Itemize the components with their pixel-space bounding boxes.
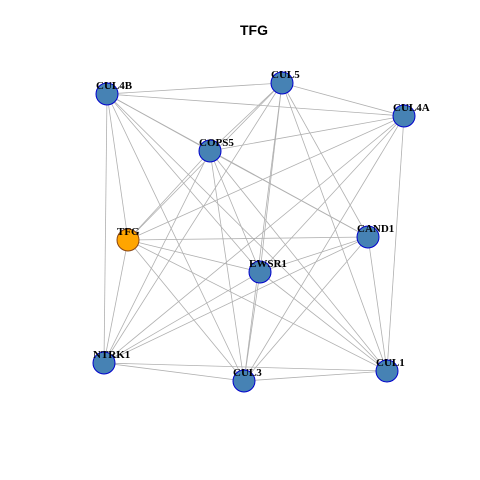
edge-cand1-ntrk1 — [103, 236, 369, 364]
edge-cul5-ntrk1 — [103, 82, 283, 364]
edge-cand1-cul1 — [367, 236, 388, 372]
edge-ntrk1-cul3 — [103, 362, 245, 382]
edge-ewsr1-ntrk1 — [103, 271, 261, 364]
edge-ewsr1-cul3 — [243, 271, 261, 382]
node-circle[interactable] — [356, 225, 380, 249]
node-circle[interactable] — [95, 82, 119, 106]
node-circle[interactable] — [198, 139, 222, 163]
node-label: CUL5 — [271, 69, 300, 81]
edge-cops5-ntrk1 — [103, 150, 211, 364]
edge-cops5-cul1 — [209, 150, 388, 372]
edge-cul4a-tfg — [127, 115, 405, 241]
edge-cul4a-cul3 — [243, 115, 405, 382]
node-circle[interactable] — [92, 351, 116, 375]
edge-cul4a-cul1 — [386, 115, 405, 372]
edge-layer — [103, 82, 405, 382]
edge-cul5-cops5 — [209, 82, 283, 152]
node-label: NTRK1 — [93, 349, 130, 361]
node-cul5[interactable]: CUL5 — [270, 69, 300, 95]
edge-cul4b-cul1 — [106, 93, 388, 372]
node-cul4b[interactable]: CUL4B — [95, 80, 133, 106]
node-label: TFG — [117, 226, 140, 238]
edge-cul4a-cops5 — [209, 115, 405, 152]
edge-cul4a-ntrk1 — [103, 115, 405, 364]
node-ewsr1[interactable]: EWSR1 — [248, 258, 287, 284]
edge-cul5-cand1 — [281, 82, 369, 238]
edge-cul4b-cul4a — [106, 93, 405, 117]
edge-cul4b-cul5 — [106, 82, 283, 95]
edge-cul4b-tfg — [106, 93, 129, 241]
edge-cops5-ewsr1 — [209, 150, 261, 273]
edge-tfg-cul3 — [127, 239, 245, 382]
node-label: EWSR1 — [249, 258, 287, 270]
node-circle[interactable] — [116, 228, 140, 252]
edge-cul4b-cul3 — [106, 93, 245, 382]
edge-cand1-cul3 — [243, 236, 369, 382]
edge-cul5-cul4a — [281, 82, 405, 117]
edge-ntrk1-cul1 — [103, 362, 388, 372]
node-label: COPS5 — [199, 137, 234, 149]
edge-cul3-cul1 — [243, 370, 388, 382]
edge-tfg-cand1 — [127, 236, 369, 241]
node-tfg[interactable]: TFG — [116, 226, 140, 252]
edge-cops5-tfg — [127, 150, 211, 241]
node-label: CUL3 — [233, 367, 262, 379]
node-circle[interactable] — [375, 359, 399, 383]
edge-cops5-cand1 — [209, 150, 369, 238]
node-cand1[interactable]: CAND1 — [356, 223, 394, 249]
node-label: CAND1 — [357, 223, 394, 235]
node-label: CUL4A — [393, 102, 430, 114]
node-cul1[interactable]: CUL1 — [375, 357, 405, 383]
node-circle[interactable] — [392, 104, 416, 128]
node-label: CUL1 — [376, 357, 405, 369]
edge-cul5-cul1 — [281, 82, 388, 372]
edge-tfg-ntrk1 — [103, 239, 129, 364]
edge-cops5-cul3 — [209, 150, 245, 382]
node-cops5[interactable]: COPS5 — [198, 137, 234, 163]
node-cul4a[interactable]: CUL4A — [392, 102, 430, 128]
node-circle[interactable] — [270, 71, 294, 95]
node-circle[interactable] — [232, 369, 256, 393]
edge-ewsr1-cul1 — [259, 271, 388, 372]
node-label: CUL4B — [96, 80, 133, 92]
diagram-title: TFG — [240, 22, 268, 38]
edge-cul4a-ewsr1 — [259, 115, 405, 273]
node-ntrk1[interactable]: NTRK1 — [92, 349, 130, 375]
edge-cul4b-ntrk1 — [103, 93, 108, 364]
node-cul3[interactable]: CUL3 — [232, 367, 262, 393]
edge-tfg-cul1 — [127, 239, 388, 372]
node-circle[interactable] — [248, 260, 272, 284]
edge-tfg-ewsr1 — [127, 239, 261, 273]
edge-cand1-ewsr1 — [259, 236, 369, 273]
